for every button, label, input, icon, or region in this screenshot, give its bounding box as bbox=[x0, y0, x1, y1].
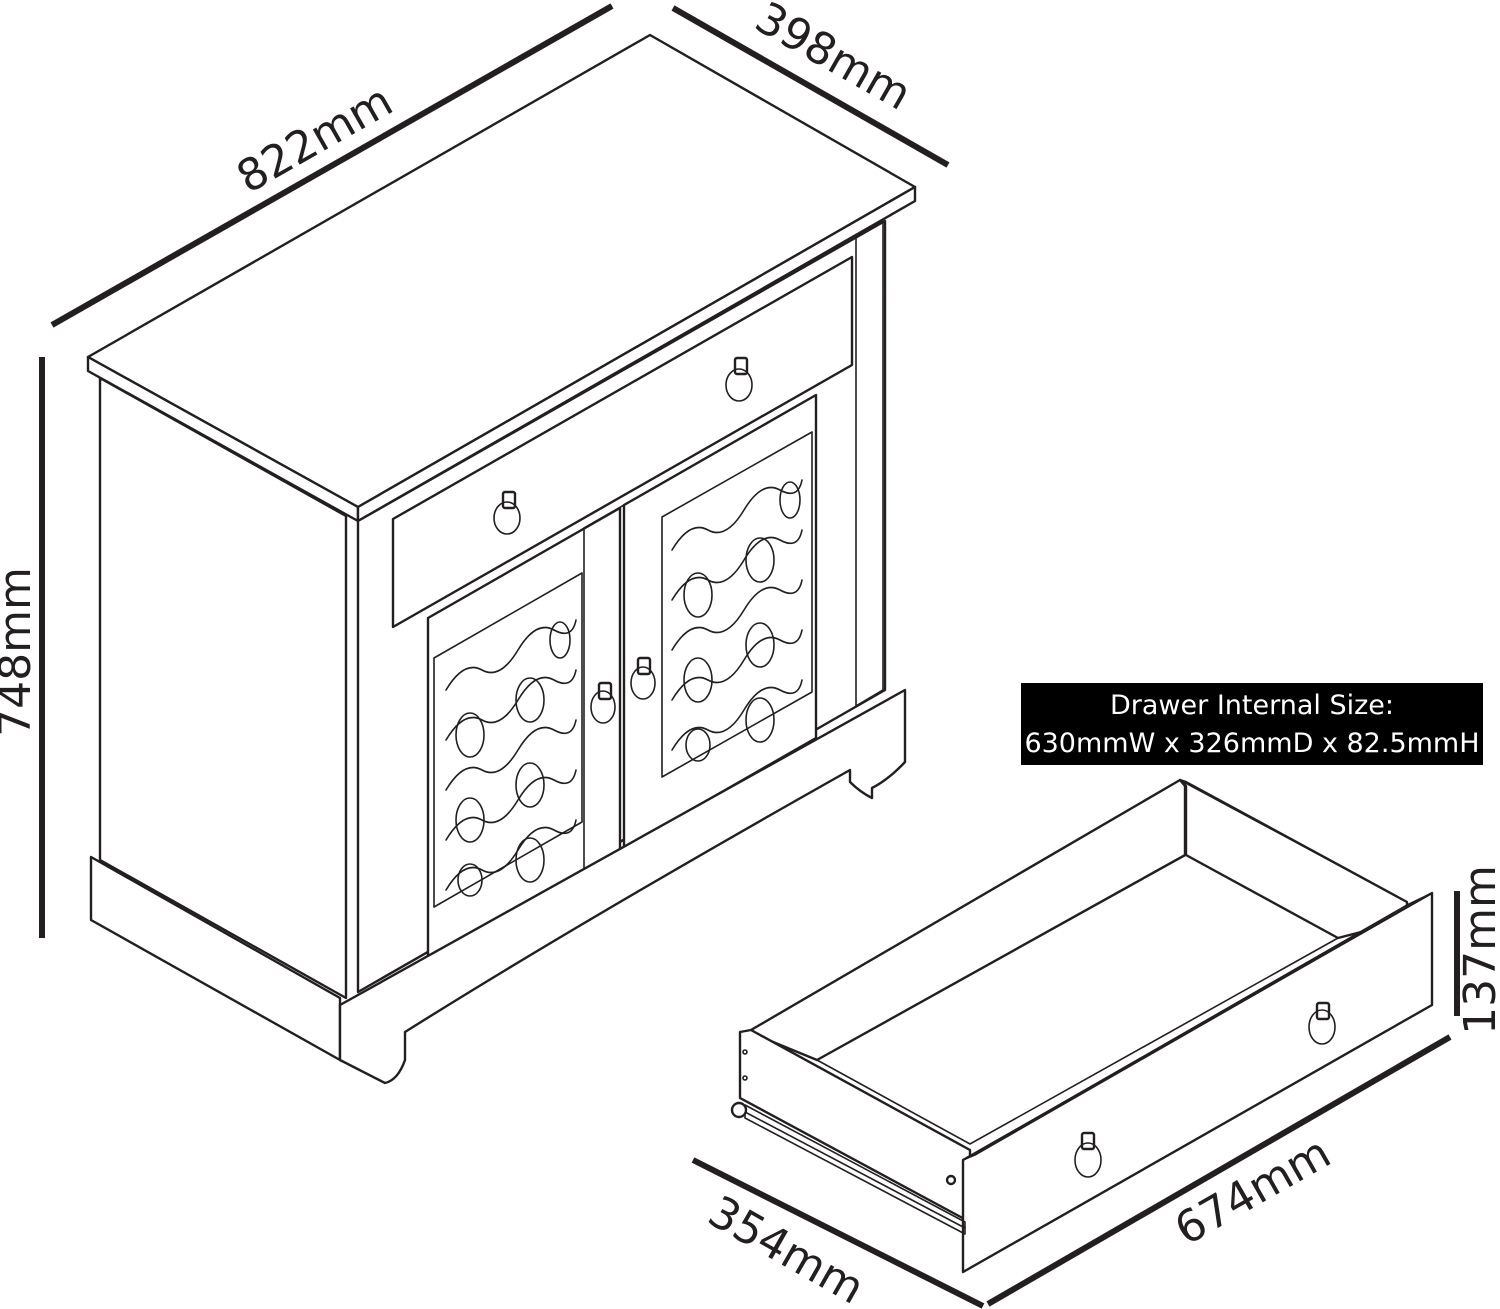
cabinet-right-pilaster bbox=[855, 220, 884, 707]
drawer-slide-wheel-icon bbox=[730, 1101, 748, 1119]
drawer-slide-rail bbox=[744, 1111, 966, 1229]
drawer-back-handle-icon bbox=[1308, 1001, 1336, 1045]
cabinet-right-lattice-pattern bbox=[671, 479, 803, 762]
cabinet-left-side-panel bbox=[98, 376, 348, 1000]
drawer-depth-dimension-line bbox=[691, 1157, 985, 1309]
drawer-right-side-panel bbox=[1178, 778, 1409, 940]
cabinet-illustration bbox=[86, 33, 917, 1085]
drawer-width-label: 674mm bbox=[1166, 1127, 1339, 1255]
cabinet-top-drawer-handle-icon bbox=[725, 356, 753, 402]
cabinet-left-lattice-pattern bbox=[445, 619, 577, 897]
cabinet-right-door-handle-icon bbox=[630, 656, 656, 700]
drawer-illustration bbox=[730, 778, 1434, 1274]
cabinet-left-door-handle-icon bbox=[590, 681, 616, 724]
drawer-right-side-top-edge bbox=[1179, 779, 1408, 903]
cabinet-front-plinth bbox=[338, 688, 907, 1085]
cabinet-left-glass-panel bbox=[433, 572, 583, 908]
cabinet-height-label: 748mm bbox=[0, 567, 41, 737]
dimension-lines bbox=[39, 3, 1460, 1309]
drawer-front-handle-icon bbox=[1074, 1131, 1102, 1178]
drawer-back-panel bbox=[749, 778, 1187, 1062]
drawer-screw-hole-upper bbox=[742, 1049, 748, 1055]
drawer-height-label: 137mm bbox=[1455, 865, 1500, 1035]
cabinet-top-side-edge bbox=[356, 185, 917, 523]
drawer-internal-size-value: 630mmW x 326mmD x 82.5mmH bbox=[1024, 728, 1480, 759]
drawer-width-dimension-line bbox=[986, 1034, 1452, 1307]
cabinet-lower-drawer-handle-icon bbox=[493, 490, 521, 535]
cabinet-right-glass-panel bbox=[661, 431, 813, 778]
drawer-front-panel-top bbox=[962, 892, 1433, 1161]
cabinet-depth-dimension-line bbox=[671, 5, 950, 168]
drawer-internal-size-label: Drawer Internal Size: 630mmW x 326mmD x … bbox=[1021, 683, 1483, 765]
cabinet-width-dimension-line bbox=[50, 3, 614, 328]
drawer-left-side-panel bbox=[738, 1028, 972, 1224]
drawer-screw-hole-lower bbox=[742, 1075, 748, 1081]
drawer-internal-size-title: Drawer Internal Size: bbox=[1110, 690, 1394, 721]
drawer-screw-icon bbox=[945, 1174, 957, 1186]
